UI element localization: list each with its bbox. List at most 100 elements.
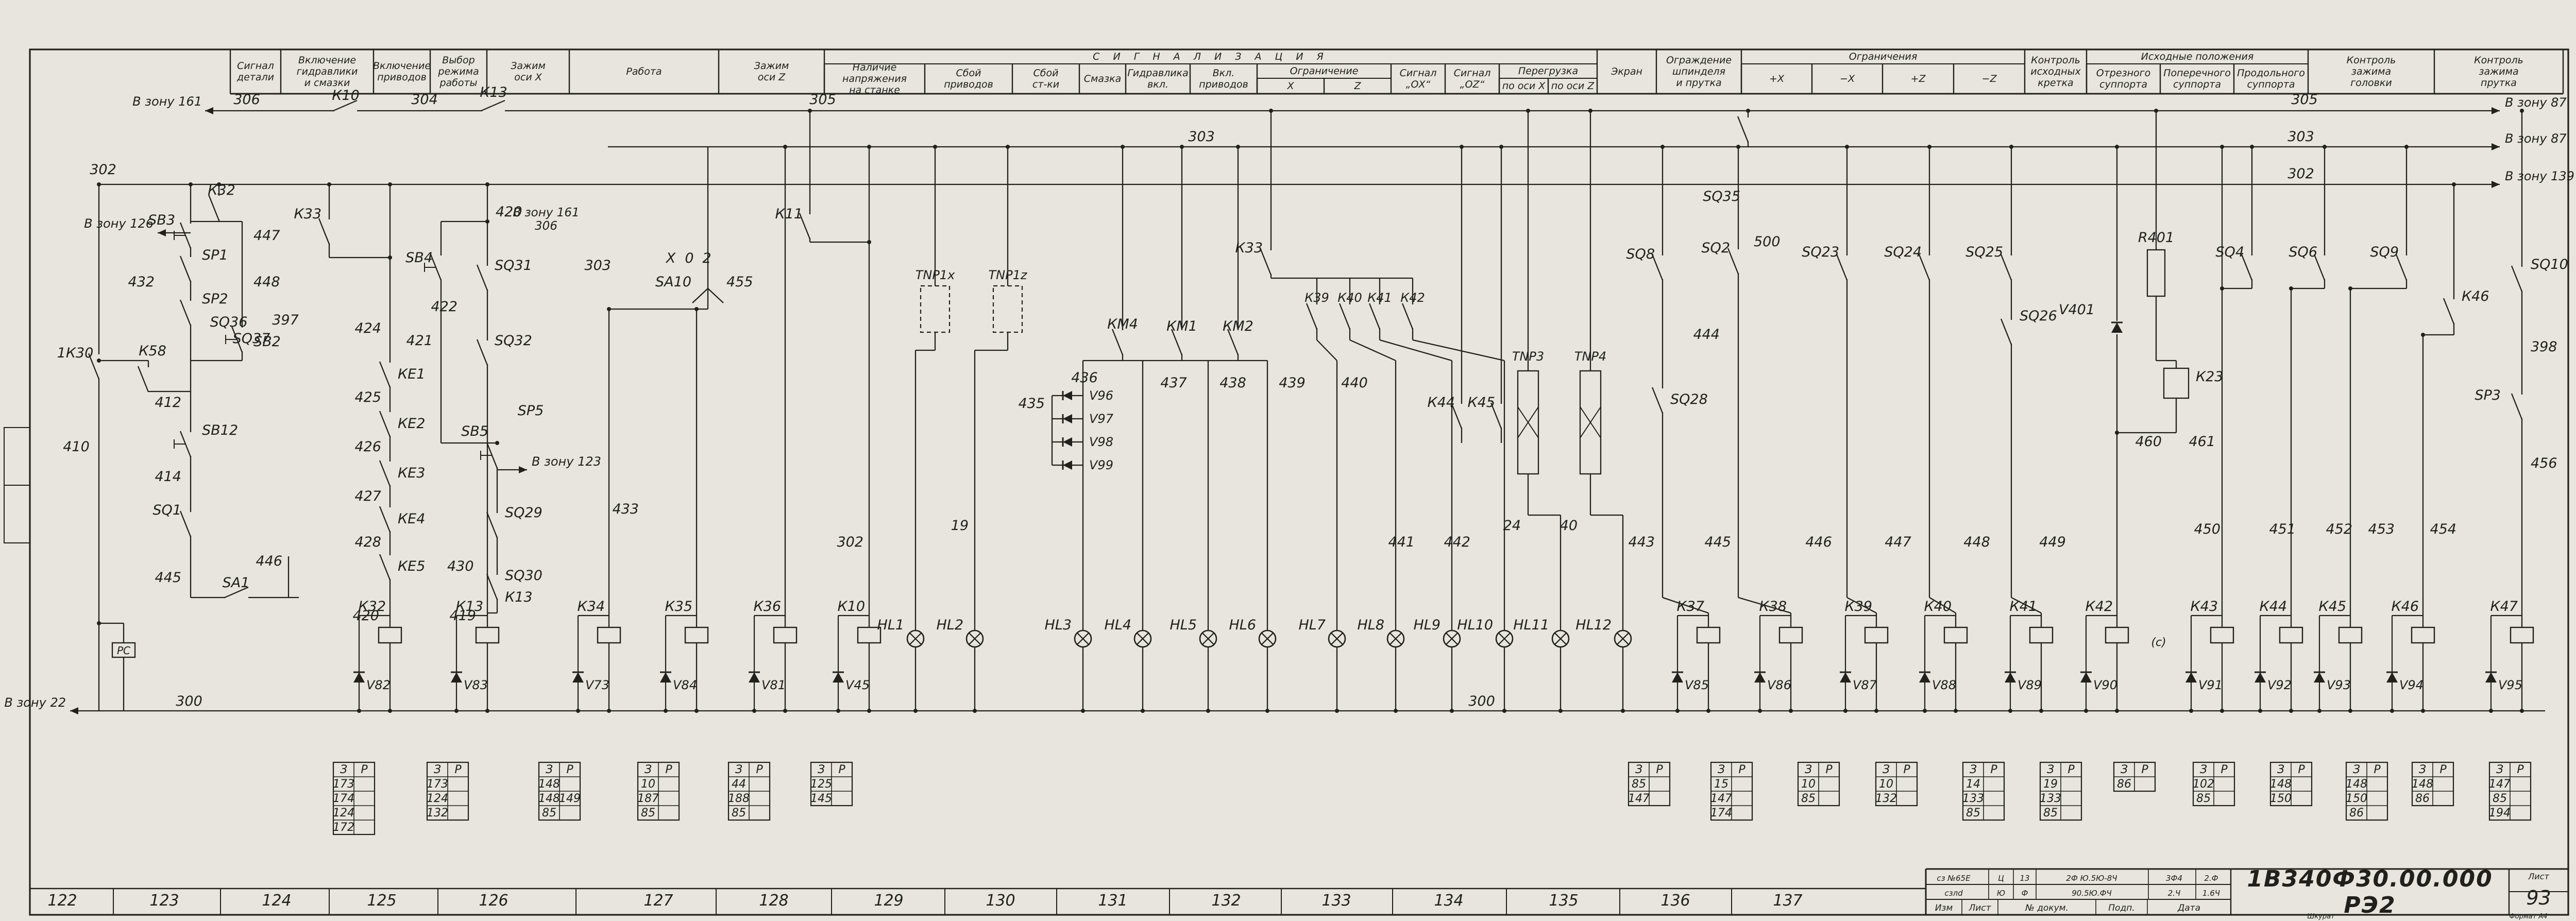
- ref-table-cell: 148: [2270, 778, 2292, 791]
- x-mark-icon: [1517, 406, 1539, 438]
- header-label: вкл.: [1147, 79, 1168, 90]
- junction-dot: [1335, 709, 1339, 713]
- header-label: +X: [1769, 73, 1785, 84]
- wire-gap: [1499, 404, 1503, 428]
- lamp-label: HL10: [1457, 617, 1493, 633]
- junction-dot: [694, 709, 699, 713]
- junction-dot: [2289, 709, 2293, 713]
- ref-table-header: З: [2200, 763, 2207, 776]
- ref-table-cell: 148: [538, 778, 560, 791]
- ref-table-cell: 187: [637, 792, 659, 805]
- junction-dot: [2520, 709, 2524, 713]
- flyback-diode-icon: [2386, 672, 2398, 683]
- ref-table-header: З: [2419, 763, 2426, 776]
- wire-gap: [189, 432, 193, 456]
- flyback-diode-icon: [1754, 672, 1766, 683]
- schem-label: 456: [2531, 455, 2557, 471]
- ref-table-cell: 148: [538, 792, 560, 805]
- header-label: по оси X: [1502, 80, 1546, 92]
- schem-label: V98: [1089, 435, 1113, 449]
- lamp-label: HL9: [1413, 617, 1440, 633]
- junction-dot: [867, 145, 871, 149]
- schem-label: SQ29: [505, 505, 543, 521]
- ref-table-header: Р: [2439, 763, 2447, 776]
- tnp-box: [920, 285, 951, 333]
- lamp-label: HL7: [1298, 617, 1326, 633]
- schem-label: 420: [352, 608, 379, 624]
- relay-coil: [1943, 626, 1968, 644]
- schem-label: X: [665, 250, 676, 266]
- diode-label: V86: [1767, 678, 1791, 692]
- schem-label: 460: [2135, 434, 2162, 450]
- header-label: −Z: [1982, 73, 1997, 84]
- junction-dot: [485, 709, 489, 713]
- junction-dot: [1954, 709, 1958, 713]
- header-label: Зажим: [511, 60, 546, 72]
- coil-label: К35: [665, 599, 692, 615]
- junction-dot: [752, 709, 756, 713]
- junction-dot: [2421, 333, 2425, 337]
- ref-table-header: Р: [1990, 763, 1997, 776]
- ref-table-cell: 145: [810, 792, 832, 805]
- arrowhead-icon: [2492, 107, 2500, 114]
- ref-table-cell: 85: [2043, 807, 2058, 820]
- coil-label: К13: [455, 599, 483, 615]
- ref-table-header: З: [2277, 763, 2284, 776]
- header-label: Продольного: [2237, 67, 2305, 79]
- ref-table-header: З: [645, 763, 652, 776]
- contact-icon: [1836, 254, 1848, 281]
- contact-icon: [137, 366, 149, 393]
- diode-label: V92: [2267, 678, 2292, 692]
- contact-icon: [1651, 254, 1664, 281]
- schem-label: 40: [1560, 518, 1578, 534]
- contact-icon: [1651, 387, 1664, 414]
- relay-coil: [684, 626, 709, 644]
- schem-label: 446: [256, 553, 282, 569]
- junction-dot: [454, 709, 459, 713]
- margin-box: [4, 427, 30, 486]
- junction-dot: [97, 182, 101, 186]
- wire-gap: [226, 595, 248, 600]
- schem-label: SQ26: [2020, 308, 2057, 324]
- stamp-cell: Подп.: [2108, 903, 2134, 913]
- wire-gap: [1315, 304, 1319, 328]
- lamp-label: HL1: [877, 617, 904, 633]
- junction-dot: [808, 109, 812, 113]
- ref-table-cell: 85: [732, 807, 746, 820]
- junction-dot: [1141, 709, 1145, 713]
- wire-gap: [189, 301, 193, 325]
- header-label: гидравлики: [297, 66, 358, 77]
- header-label: приводов: [1199, 79, 1248, 90]
- flyback-diode-icon: [572, 672, 584, 683]
- header-label: Сбой: [956, 67, 981, 79]
- junction-dot: [1269, 109, 1273, 113]
- wire-gap: [189, 257, 193, 281]
- schem-label: К23: [2196, 369, 2224, 385]
- schem-label: 303: [2287, 129, 2314, 145]
- wire-gap: [1660, 388, 1665, 412]
- header-label: Вкл.: [1213, 67, 1235, 79]
- lamp-icon: [1261, 632, 1274, 645]
- ref-table-cell: 132: [1875, 792, 1897, 805]
- diode-label: V93: [2327, 678, 2351, 692]
- ref-table-cell: 19: [2043, 778, 2058, 791]
- header-label: детали: [236, 72, 274, 83]
- ref-table-cell: 10: [1879, 778, 1893, 791]
- schem-label: 452: [2326, 521, 2352, 537]
- flyback-diode-icon: [2005, 672, 2016, 683]
- ref-table-header: З: [1635, 763, 1642, 776]
- schem-label: SP2: [202, 291, 228, 307]
- header-label: головки: [2350, 77, 2392, 89]
- coil-label: К32: [358, 599, 386, 615]
- junction-dot: [783, 145, 787, 149]
- ref-table-cell: 85: [1966, 807, 1980, 820]
- x-mark-icon: [1580, 406, 1601, 438]
- schem-label: К40: [1337, 291, 1362, 305]
- schem-label: К41: [1367, 291, 1392, 305]
- schem-label: TNP3: [1512, 349, 1544, 364]
- junction-dot: [2520, 109, 2524, 113]
- relay-coil: [2105, 626, 2129, 644]
- ref-table-cell: 174: [333, 792, 354, 805]
- lamp-icon: [1498, 632, 1511, 645]
- contact-icon: [179, 299, 192, 326]
